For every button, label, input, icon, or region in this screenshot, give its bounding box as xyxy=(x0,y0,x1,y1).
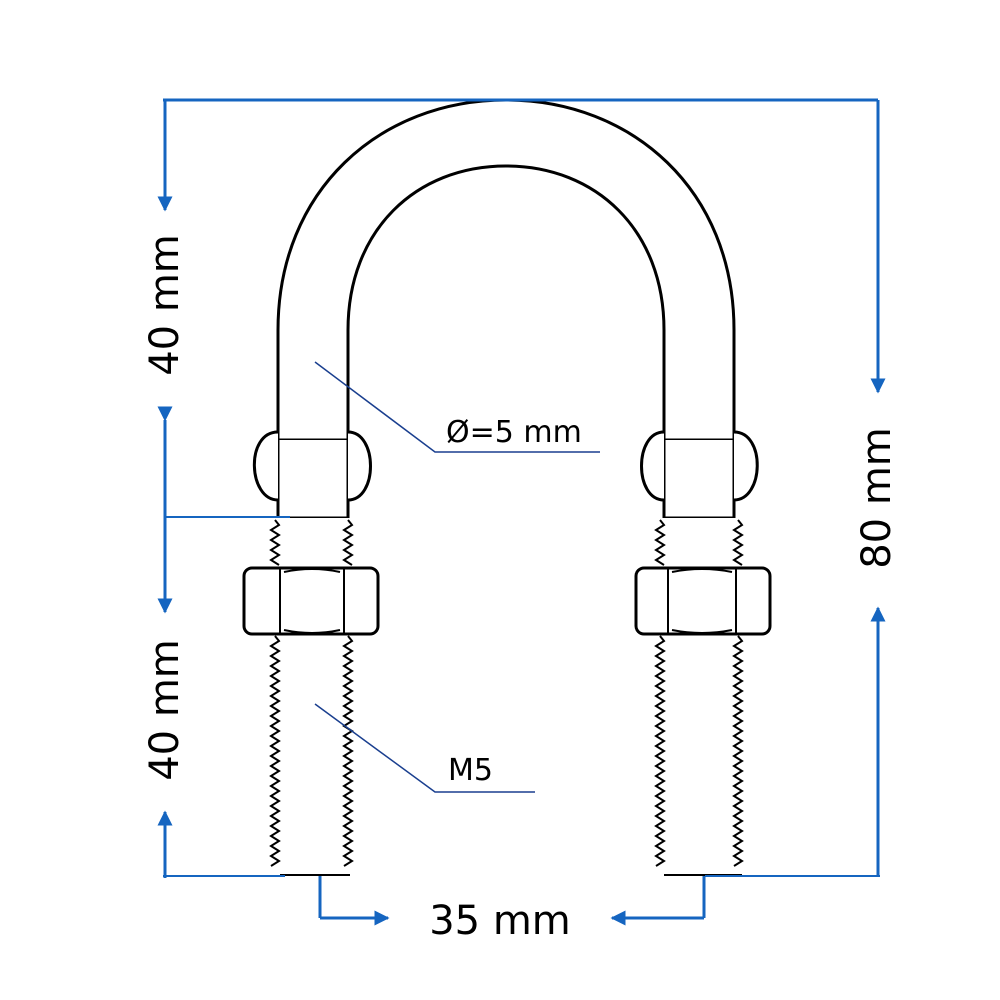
left-dimension-lines xyxy=(157,98,878,878)
thread-leader-line xyxy=(314,703,535,793)
right-shoulder xyxy=(640,430,759,520)
diameter-leader-line xyxy=(314,361,600,453)
total-height-label: 80 mm xyxy=(854,427,900,569)
bottom-dimension-lines xyxy=(318,876,706,926)
lower-height-label: 40 mm xyxy=(142,639,188,781)
u-bend xyxy=(276,98,736,442)
thread-callout: M5 xyxy=(448,753,493,788)
right-dimension-lines xyxy=(705,100,886,877)
left-shoulder xyxy=(252,430,372,520)
left-hex-nut xyxy=(242,566,380,636)
diameter-callout: Ø=5 mm xyxy=(446,415,582,450)
width-label: 35 mm xyxy=(429,898,571,944)
right-hex-nut xyxy=(634,566,772,636)
upper-height-label: 40 mm xyxy=(142,234,188,376)
